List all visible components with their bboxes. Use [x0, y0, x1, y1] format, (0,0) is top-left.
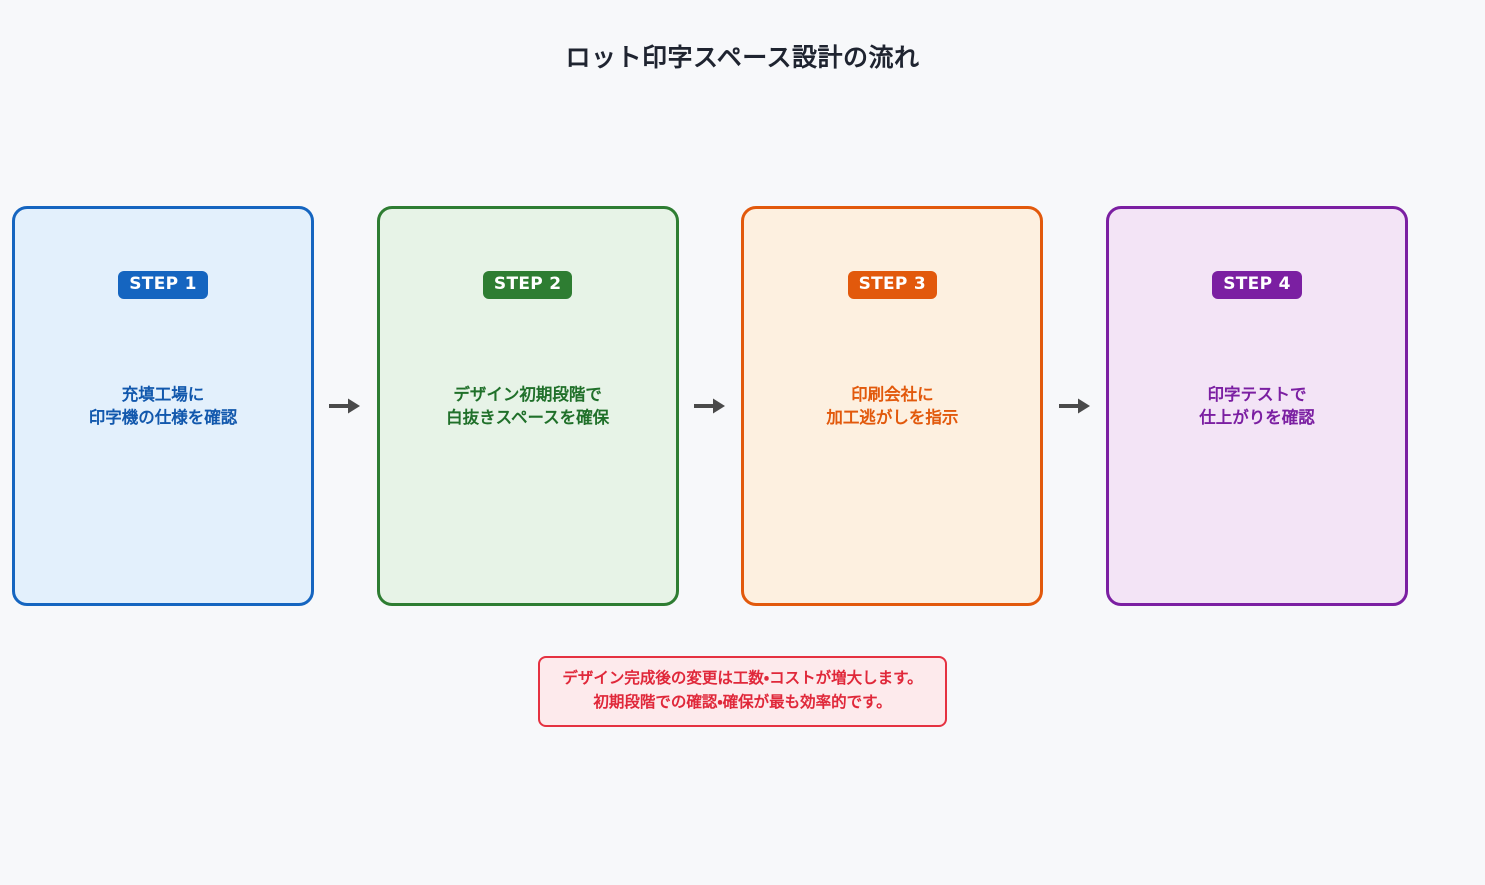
- step-card-1[interactable]: STEP 1 充填工場に 印字機の仕様を確認: [12, 206, 314, 606]
- step-badge-3: STEP 3: [847, 271, 938, 299]
- arrow-icon-3: [1046, 397, 1104, 415]
- step-description-4: 印字テストで 仕上がりを確認: [1199, 384, 1315, 427]
- note-container: デザイン完成後の変更は工数・コストが増大します。 初期段階での確認・確保が最も効…: [0, 656, 1485, 728]
- step-card-2[interactable]: STEP 2 デザイン初期段階で 白抜きスペースを確保: [376, 206, 679, 606]
- step-description-2: デザイン初期段階で 白抜きスペースを確保: [446, 384, 610, 427]
- arrow-icon-1: [316, 397, 374, 415]
- step-body-1: 充填工場に 印字機の仕様を確認: [15, 209, 311, 603]
- arrow-icon-2: [681, 397, 739, 415]
- step-body-2: デザイン初期段階で 白抜きスペースを確保: [380, 209, 676, 603]
- warning-note-text: デザイン完成後の変更は工数・コストが増大します。 初期段階での確認・確保が最も効…: [562, 669, 923, 711]
- page-title: ロット印字スペース設計の流れ: [565, 43, 920, 72]
- warning-note: デザイン完成後の変更は工数・コストが増大します。 初期段階での確認・確保が最も効…: [538, 656, 947, 728]
- step-body-3: 印刷会社に 加工逃がしを指示: [744, 209, 1040, 603]
- step-description-3: 印刷会社に 加工逃がしを指示: [826, 384, 959, 427]
- step-badge-2: STEP 2: [482, 271, 573, 299]
- step-flow: STEP 1 充填工場に 印字機の仕様を確認 STEP 2 デザイン初期段階で …: [12, 205, 1408, 607]
- step-badge-1: STEP 1: [118, 271, 208, 299]
- step-badge-4: STEP 4: [1212, 271, 1302, 299]
- step-body-4: 印字テストで 仕上がりを確認: [1109, 209, 1405, 603]
- step-card-3[interactable]: STEP 3 印刷会社に 加工逃がしを指示: [741, 206, 1044, 606]
- step-card-4[interactable]: STEP 4 印字テストで 仕上がりを確認: [1105, 206, 1408, 606]
- step-description-1: 充填工場に 印字機の仕様を確認: [88, 384, 238, 427]
